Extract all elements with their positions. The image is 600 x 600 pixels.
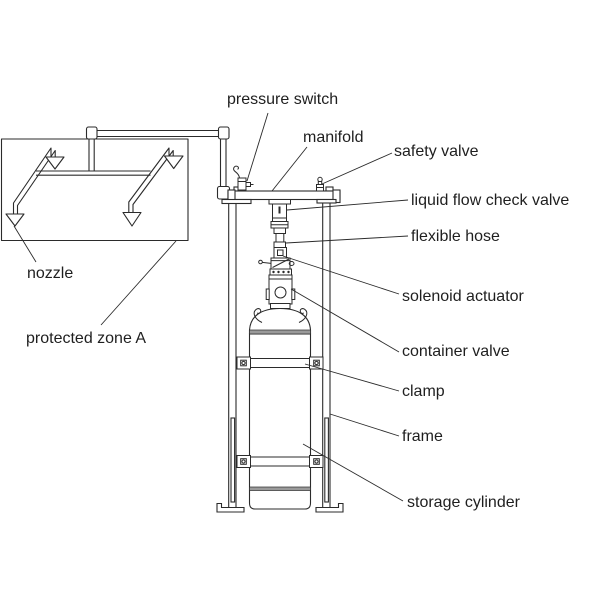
frame-foot-left	[216, 502, 245, 513]
solenoid-actuator-device	[258, 257, 295, 270]
label-clamp: clamp	[402, 383, 445, 400]
leader-solenoid-actuator	[282, 255, 400, 295]
frame-right-post	[322, 203, 331, 507]
label-pressure-switch: pressure switch	[227, 91, 338, 108]
frame-group	[216, 203, 344, 513]
frame-right-rail	[324, 417, 329, 503]
leader-liquid-flow-check-valve	[286, 199, 409, 211]
label-safety-valve: safety valve	[394, 143, 479, 160]
pressure-switch-device	[233, 165, 254, 191]
valve-stack-group	[258, 199, 296, 309]
zone-distribution-piping	[12, 139, 174, 214]
leader-frame	[329, 413, 400, 437]
frame-left-rail	[230, 417, 236, 503]
frame-left-post	[228, 203, 237, 507]
leader-container-valve	[290, 288, 400, 353]
label-container-valve: container valve	[402, 343, 510, 360]
label-nozzle: nozzle	[27, 265, 73, 282]
cylinder-shoulder-seam	[249, 329, 311, 335]
cylinder-base-seam	[249, 486, 311, 491]
leader-storage-cylinder	[302, 443, 404, 502]
container-valve-device	[265, 268, 296, 309]
clamps-group	[236, 356, 324, 468]
nozzle-bottom-left	[5, 213, 25, 227]
leader-protected-zone-a	[100, 240, 177, 326]
leader-safety-valve	[321, 152, 393, 185]
safety-valve-device	[316, 176, 324, 192]
protected-zone-rect	[0, 138, 189, 242]
leader-flexible-hose	[285, 235, 409, 244]
leader-pressure-switch	[246, 112, 269, 182]
cylinder-body	[248, 333, 312, 510]
nozzle-top-left	[45, 156, 65, 170]
label-solenoid-actuator: solenoid actuator	[402, 288, 525, 305]
label-liquid-flow-check-valve: liquid flow check valve	[411, 192, 569, 209]
frame-foot-right	[315, 502, 344, 513]
clamp-lower	[236, 455, 324, 468]
cylinder-lug-left	[253, 308, 263, 323]
protected-zone-group	[0, 138, 189, 242]
label-protected-zone-a: protected zone A	[26, 330, 146, 347]
manifold-bar	[227, 190, 341, 201]
pressure-switch-tube	[233, 165, 240, 179]
leader-manifold	[271, 146, 308, 192]
storage-cylinder-shape	[248, 307, 312, 510]
container-valve-flange	[270, 303, 291, 309]
pressure-switch-nipple	[245, 182, 251, 187]
nozzle-top-right	[163, 155, 184, 170]
cylinder-lug-right	[298, 308, 308, 323]
label-storage-cylinder: storage cylinder	[407, 494, 521, 511]
nozzle-bottom-right	[122, 211, 142, 227]
flexible-hose-device	[273, 227, 286, 248]
manifold-base-plate-left	[221, 198, 252, 205]
label-frame: frame	[402, 428, 443, 445]
manifold-mount-stub-right	[325, 186, 334, 192]
pipe-elbow-right	[217, 126, 230, 140]
clamp-upper	[236, 356, 324, 370]
manifold-base-plate-right	[316, 198, 337, 204]
cylinder-dome	[248, 307, 312, 334]
leader-clamp	[304, 363, 400, 392]
pipe-elbow-left	[85, 126, 98, 140]
leader-nozzle	[13, 225, 37, 263]
liquid-flow-check-valve-device	[268, 199, 291, 229]
labels-layer: pressure switch manifold safety valve liqui…	[13, 91, 569, 511]
label-manifold: manifold	[303, 129, 363, 146]
label-flexible-hose: flexible hose	[411, 228, 500, 245]
